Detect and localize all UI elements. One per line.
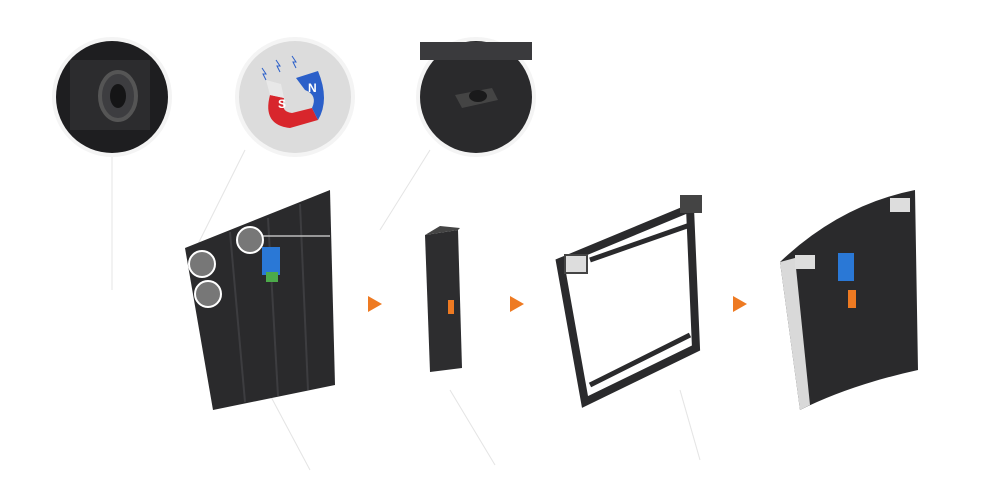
arrow-icon: [368, 296, 382, 312]
assembled-cabinet: [780, 190, 918, 410]
magnet-detail-circle: S N: [235, 37, 355, 157]
magnet-south-label: S: [278, 97, 286, 111]
cabinet-frame: [555, 195, 702, 408]
lock-detail-circle: [52, 37, 172, 157]
arrow-icon: [733, 296, 747, 312]
power-connector: [262, 247, 280, 275]
magnet-north-label: N: [308, 81, 317, 95]
power-module: [425, 226, 462, 372]
arrow-icon: [510, 296, 524, 312]
leader-lines: [111, 149, 701, 471]
handle-detail-circle: [416, 37, 536, 157]
led-cabinet-back: [185, 190, 335, 410]
magnet-icon: [268, 95, 318, 128]
